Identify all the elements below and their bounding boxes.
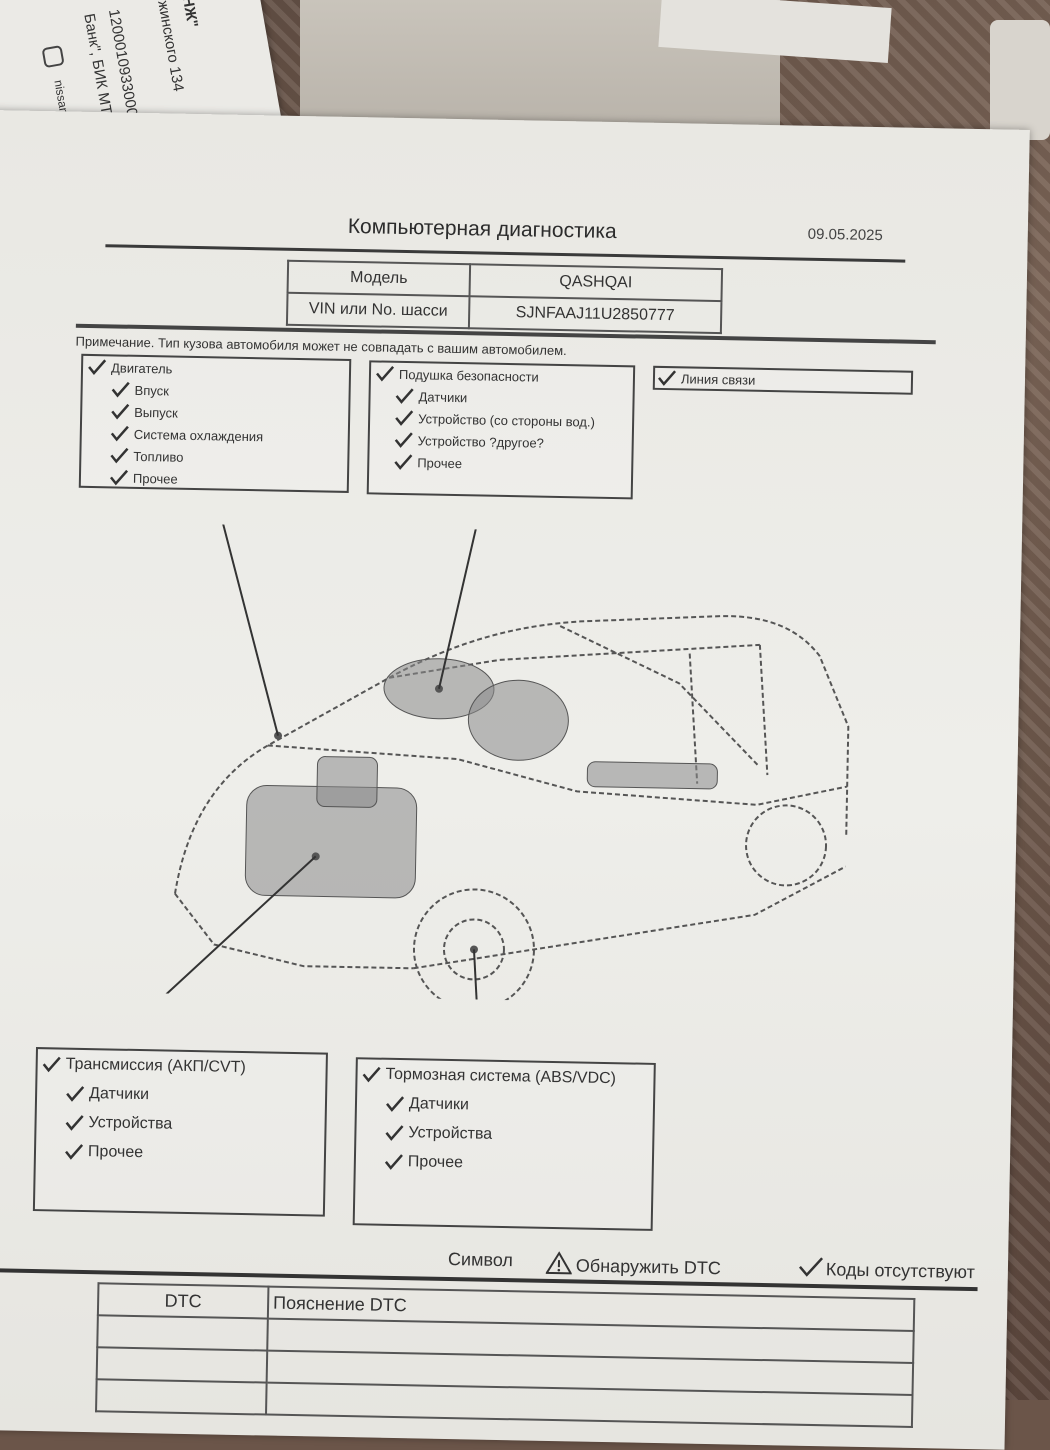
legend-none-label: Коды отсутствуют	[826, 1259, 975, 1283]
engine-item-label: Топливо	[133, 448, 183, 464]
vehicle-info-table: Модель QASHQAI VIN или No. шасси SJNFAAJ…	[286, 260, 723, 334]
header-rule	[105, 244, 905, 262]
diagnostic-sheet: Компьютерная диагностика 09.05.2025 Моде…	[0, 110, 1030, 1450]
comm-title-row: Линия связи	[655, 368, 911, 393]
check-icon	[65, 1084, 85, 1102]
check-icon	[361, 1065, 381, 1083]
engine-item-label: Прочее	[133, 470, 178, 486]
model-value: QASHQAI	[470, 264, 723, 301]
check-icon	[110, 424, 130, 442]
table-cell	[96, 1379, 267, 1414]
transmission-box: Трансмиссия (АКП/CVT) Датчики Устройства…	[33, 1047, 328, 1217]
engine-item-label: Выпуск	[134, 404, 178, 420]
check-icon	[109, 468, 129, 486]
airbag-item-label: Датчики	[418, 389, 467, 405]
vin-label: VIN или No. шасси	[287, 293, 470, 328]
check-icon	[109, 446, 129, 464]
legend-symbol: Символ	[448, 1249, 513, 1271]
receipt-line: НЖ"	[179, 0, 201, 29]
airbag-title: Подушка безопасности	[399, 366, 539, 384]
brakes-item-label: Датчики	[409, 1095, 469, 1114]
instagram-icon	[42, 45, 65, 68]
check-icon	[64, 1113, 84, 1131]
comm-line-box: Линия связи	[653, 366, 913, 395]
check-icon	[375, 364, 395, 382]
check-icon	[64, 1142, 84, 1160]
check-icon	[394, 431, 414, 449]
table-cell	[97, 1315, 268, 1350]
brakes-box: Тормозная система (ABS/VDC) Датчики Устр…	[353, 1057, 656, 1231]
document-date: 09.05.2025	[808, 226, 883, 244]
engine-title: Двигатель	[111, 360, 173, 376]
check-icon	[657, 369, 677, 387]
airbag-box: Подушка безопасности Датчики Устройство …	[367, 360, 636, 499]
check-icon	[384, 1152, 404, 1170]
check-icon	[394, 387, 414, 405]
transmission-title: Трансмиссия (АКП/CVT)	[66, 1055, 246, 1076]
airbag-item: Прочее	[369, 450, 631, 477]
brakes-item: Прочее	[356, 1146, 653, 1181]
check-icon	[385, 1094, 405, 1112]
brakes-item-label: Устройства	[408, 1124, 492, 1144]
brakes-item-label: Прочее	[408, 1153, 463, 1172]
check-icon	[110, 380, 130, 398]
dtc-table: DTC Пояснение DTC	[95, 1282, 915, 1428]
transmission-item-label: Устройства	[88, 1114, 172, 1134]
check-icon	[110, 402, 130, 420]
check-icon	[393, 453, 413, 471]
check-icon	[384, 1123, 404, 1141]
car-diagram	[153, 523, 862, 1006]
airbag-item-label: Устройство (со стороны вод.)	[418, 411, 595, 429]
comm-title: Линия связи	[681, 371, 756, 387]
check-icon	[798, 1256, 825, 1283]
engine-item-label: Впуск	[135, 382, 170, 398]
vin-value: SJNFAAJ11U2850777	[469, 296, 722, 333]
engine-item: Прочее	[81, 466, 347, 493]
transmission-item-label: Датчики	[89, 1085, 149, 1104]
warning-triangle-icon	[546, 1251, 573, 1280]
brakes-title: Тормозная система (ABS/VDC)	[385, 1065, 616, 1087]
legend-none: Коды отсутствуют	[798, 1256, 976, 1286]
check-icon	[394, 409, 414, 427]
model-label: Модель	[288, 261, 471, 296]
engine-box: Двигатель Впуск Выпуск Система охлаждени…	[79, 354, 352, 493]
airbag-item-label: Устройство ?другое?	[418, 433, 544, 450]
background-object	[990, 20, 1050, 140]
document-title: Компьютерная диагностика	[348, 215, 617, 244]
transmission-item: Прочее	[36, 1136, 325, 1171]
engine-item-label: Система охлаждения	[134, 426, 264, 443]
check-icon	[87, 358, 107, 376]
table-cell	[97, 1347, 268, 1382]
check-icon	[42, 1055, 62, 1073]
dtc-col-header: DTC	[98, 1283, 269, 1318]
legend-symbol-label: Символ	[448, 1249, 513, 1271]
airbag-item-label: Прочее	[417, 455, 462, 471]
transmission-item-label: Прочее	[88, 1143, 143, 1162]
legend-detect-label: Обнаружить DTC	[576, 1255, 721, 1279]
legend-detect: Обнаружить DTC	[546, 1251, 722, 1283]
